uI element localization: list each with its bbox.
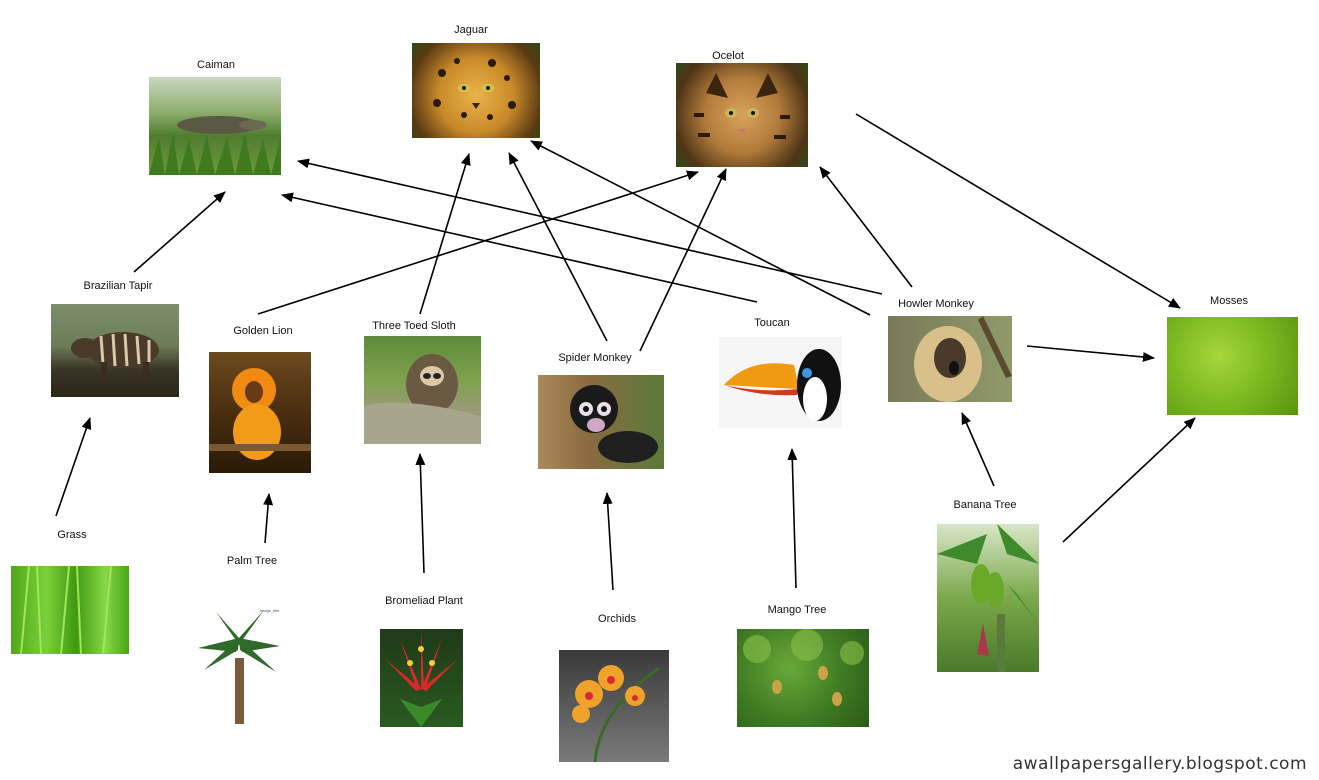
arrow-palm-tree-to-golden-lion	[263, 493, 274, 544]
spider-monkey-image	[538, 375, 664, 469]
arrow-howler-monkey-to-jaguar	[530, 140, 871, 316]
mango-tree-label: Mango Tree	[767, 604, 827, 616]
mosses-image	[1167, 317, 1298, 415]
ocelot-label: Ocelot	[712, 50, 744, 62]
banana-tree-label: Banana Tree	[953, 499, 1017, 511]
arrow-brazilian-tapir-to-caiman	[133, 191, 226, 273]
ocelot-image	[676, 63, 808, 167]
bromeliad-label: Bromeliad Plant	[385, 595, 463, 607]
palm-tree-label: Palm Tree	[226, 555, 278, 567]
arrow-howler-monkey-to-ocelot	[819, 166, 913, 288]
tapir-image	[51, 304, 179, 397]
mosses-label: Mosses	[1210, 295, 1248, 307]
grass-image	[11, 566, 129, 654]
sloth-label: Three Toed Sloth	[372, 320, 456, 332]
arrow-howler-monkey-to-mosses	[1026, 345, 1155, 362]
arrow-three-toed-sloth-to-jaguar	[419, 153, 471, 315]
arrow-grass-to-brazilian-tapir	[55, 417, 92, 517]
mango-tree-image	[737, 629, 869, 727]
arrow-banana-tree-to-howler-monkey	[961, 412, 995, 487]
grass-label: Grass	[57, 529, 87, 541]
toucan-label: Toucan	[754, 317, 790, 329]
arrow-mango-tree-to-toucan	[787, 448, 798, 589]
toucan-image	[719, 337, 842, 428]
howler-monkey-image	[888, 316, 1012, 402]
orchids-image	[559, 650, 669, 762]
arrow-golden-lion-to-ocelot	[257, 170, 699, 315]
watermark: awallpapersgallery.blogspot.com	[1012, 754, 1307, 774]
arrow-spider-monkey-to-ocelot	[639, 168, 727, 352]
palm-image-caption: image_title	[260, 608, 280, 613]
arrow-orchids-to-spider-monkey	[602, 492, 614, 591]
jaguar-image	[412, 43, 540, 138]
arrow-ocelot-to-mosses	[855, 113, 1181, 309]
banana-tree-image	[937, 524, 1039, 672]
arrow-banana-tree-to-mosses	[1062, 417, 1196, 543]
arrow-bromeliad-plant-to-three-toed-sloth	[415, 453, 426, 574]
howler-monkey-label: Howler Monkey	[898, 298, 974, 310]
arrow-toucan-to-caiman	[281, 192, 758, 303]
bromeliad-image	[380, 629, 463, 727]
spider-monkey-label: Spider Monkey	[558, 352, 632, 364]
jaguar-label: Jaguar	[454, 24, 488, 36]
sloth-image	[364, 336, 481, 444]
golden-lion-label: Golden Lion	[233, 325, 293, 337]
golden-lion-image	[209, 352, 311, 473]
palm-tree-image: image_title	[196, 608, 282, 724]
caiman-label: Caiman	[197, 59, 235, 71]
orchids-label: Orchids	[598, 613, 636, 625]
arrow-howler-monkey-to-caiman	[297, 158, 883, 295]
tapir-label: Brazilian Tapir	[83, 280, 153, 292]
arrow-spider-monkey-to-jaguar	[508, 152, 608, 342]
caiman-image	[149, 77, 281, 175]
